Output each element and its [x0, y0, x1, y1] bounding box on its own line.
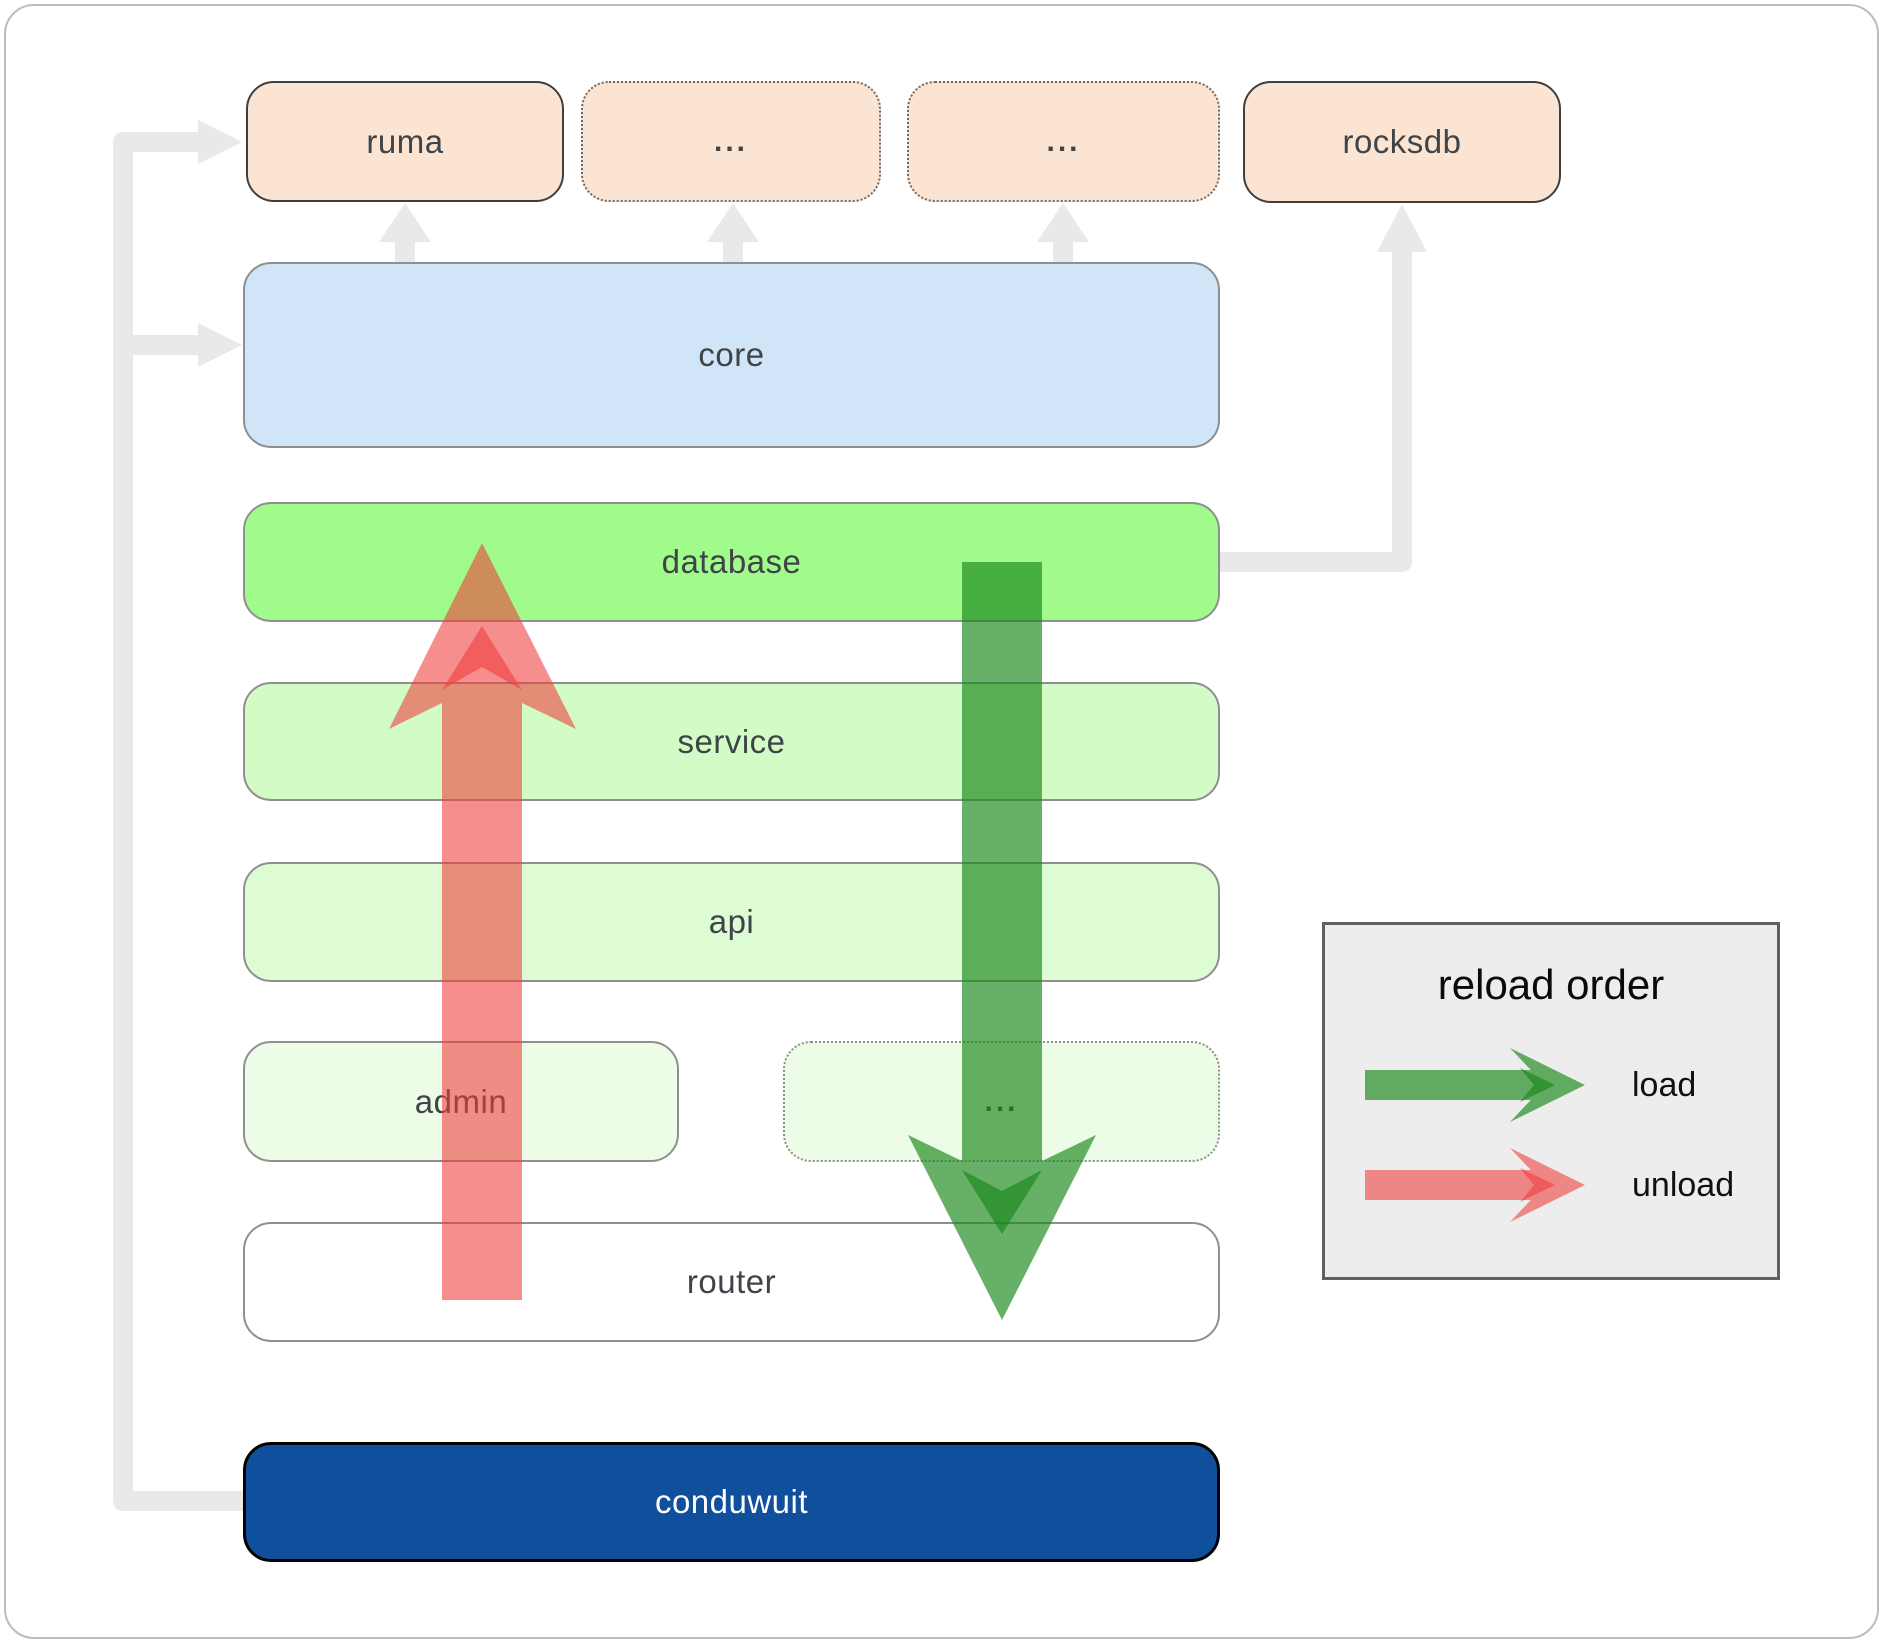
box-ellipsis-admin: ...	[783, 1041, 1220, 1162]
box-ruma-label: ruma	[366, 122, 444, 160]
box-api-label: api	[708, 903, 755, 940]
legend-unload-arrow-icon	[1365, 1148, 1585, 1222]
box-database-label: database	[661, 543, 802, 580]
box-conduwuit-label: conduwuit	[654, 1483, 809, 1520]
diagram-outer-frame	[4, 4, 1879, 1639]
box-api: api	[243, 862, 1220, 982]
box-ellipsis-top-1: ...	[581, 81, 881, 202]
legend-load-label: load	[1632, 1065, 1697, 1104]
box-rocksdb-label: rocksdb	[1342, 123, 1462, 160]
box-ellipsis-top-2-label: ...	[1046, 124, 1081, 158]
box-service-label: service	[677, 722, 786, 760]
legend-unload-label: unload	[1632, 1165, 1735, 1204]
box-router-label: router	[686, 1263, 777, 1300]
legend-row-load: load	[1365, 1040, 1696, 1130]
box-ellipsis-admin-label: ...	[984, 1084, 1019, 1118]
box-ellipsis-top-1-label: ...	[713, 124, 748, 158]
legend-title: reload order	[1437, 961, 1665, 1008]
box-router: router	[243, 1222, 1220, 1342]
box-conduwuit: conduwuit	[243, 1442, 1220, 1562]
box-ellipsis-top-2: ...	[907, 81, 1220, 202]
box-admin: admin	[243, 1041, 679, 1162]
box-core: core	[243, 262, 1220, 448]
box-rocksdb: rocksdb	[1243, 81, 1561, 203]
box-ruma: ruma	[246, 81, 564, 202]
legend-row-unload: unload	[1365, 1140, 1734, 1230]
box-core-label: core	[698, 336, 765, 373]
box-admin-label: admin	[414, 1082, 508, 1120]
box-service: service	[243, 682, 1220, 801]
legend-load-arrow-icon	[1365, 1048, 1585, 1122]
box-database: database	[243, 502, 1220, 622]
legend: reload order load unload	[1322, 922, 1780, 1280]
